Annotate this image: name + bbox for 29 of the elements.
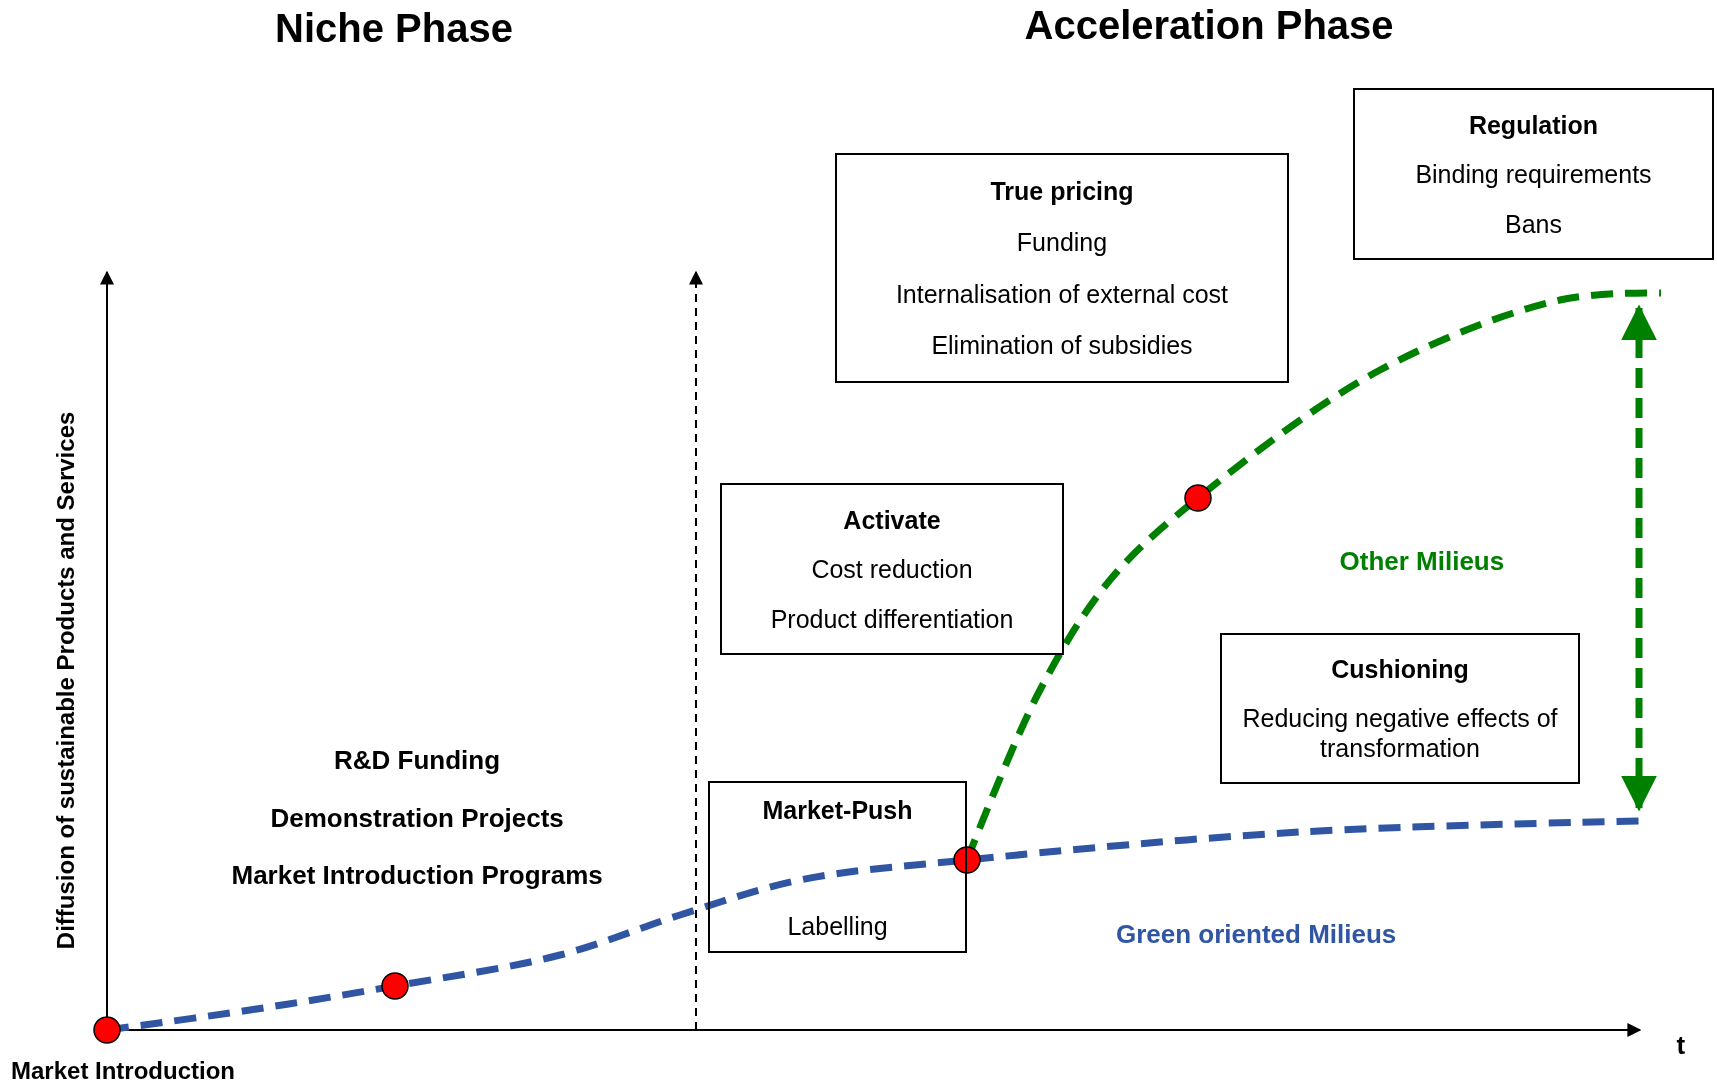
policy-item: Internalisation of external cost: [894, 278, 1230, 309]
policy-item: Labelling: [786, 911, 889, 941]
instrument-label: R&D Funding: [334, 744, 501, 776]
milestone-label: Market Introduction: [11, 1056, 235, 1084]
policy-item: Product differentiation: [769, 603, 1015, 634]
policy-item: Binding requirements: [1414, 159, 1653, 189]
phase-title: Acceleration Phase: [1024, 2, 1394, 49]
policy-item: Elimination of subsidies: [930, 329, 1194, 360]
policy-heading: Cushioning: [1330, 654, 1470, 684]
policy-item: Cost reduction: [810, 554, 974, 584]
axis-title: Diffusion of sustainable Products and Services: [51, 411, 80, 949]
instrument-label: Market Introduction Programs: [231, 859, 603, 891]
policy-heading: True pricing: [989, 176, 1135, 207]
milieu-label: Green oriented Milieus: [1116, 918, 1397, 950]
instrument-label: Demonstration Projects: [270, 802, 564, 834]
policy-item: Reducing negative effects of transformation: [1241, 703, 1559, 763]
milieu-label: Other Milieus: [1339, 545, 1505, 577]
policy-box: [720, 483, 1064, 655]
policy-box: [835, 153, 1289, 383]
policy-item: Bans: [1504, 208, 1563, 239]
axis-label: t: [1676, 1029, 1686, 1061]
policy-item: Funding: [1015, 227, 1109, 258]
policy-box: [1220, 633, 1580, 784]
policy-box: [708, 781, 967, 953]
policy-heading: Market-Push: [761, 795, 914, 825]
policy-heading: Activate: [842, 504, 942, 535]
policy-box: [1353, 88, 1714, 260]
phase-title: Niche Phase: [275, 5, 513, 52]
policy-heading: Regulation: [1467, 109, 1600, 140]
